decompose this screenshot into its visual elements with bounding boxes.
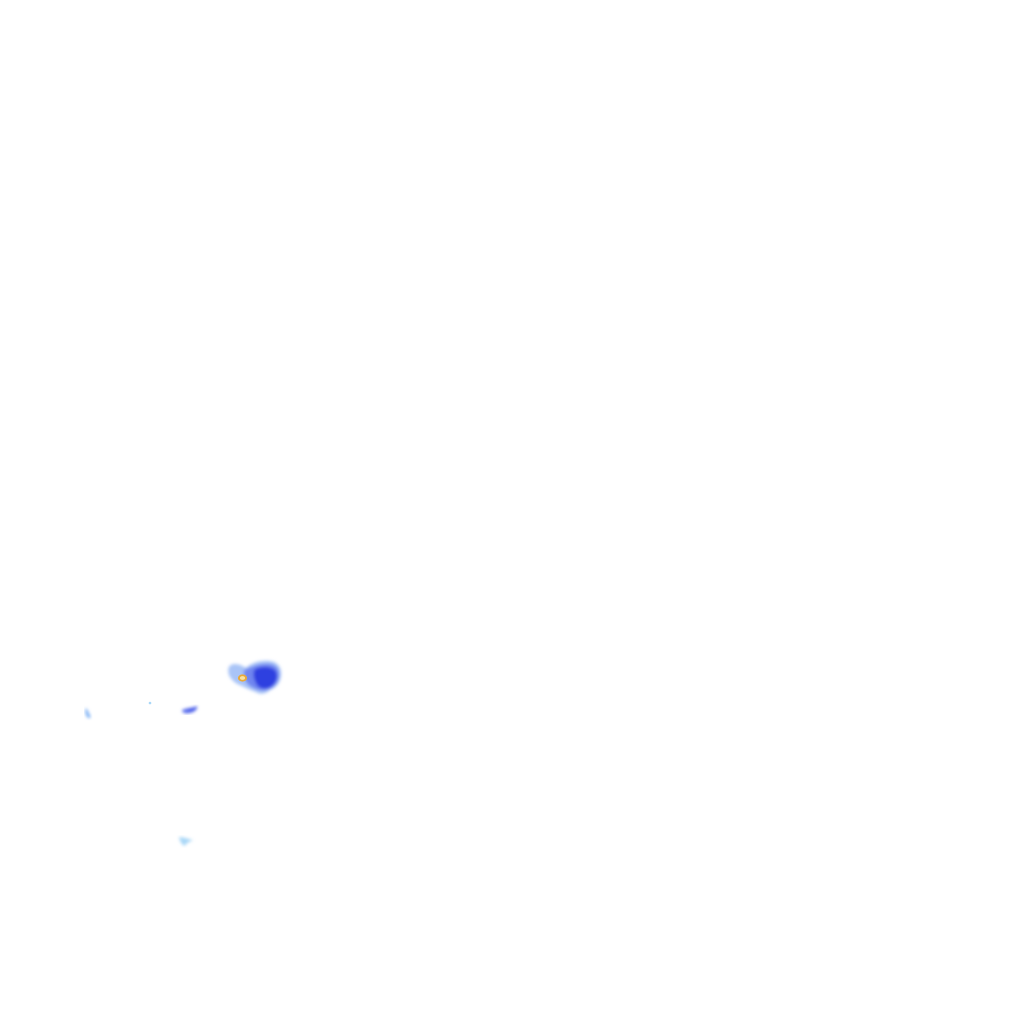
echo-south-fleck — [179, 837, 193, 846]
echo-main-cell — [228, 660, 282, 694]
echo-speck — [148, 701, 152, 705]
echo-small-cell — [182, 706, 198, 714]
echo-intense-core — [237, 674, 248, 682]
echo-west-fleck — [85, 708, 91, 719]
